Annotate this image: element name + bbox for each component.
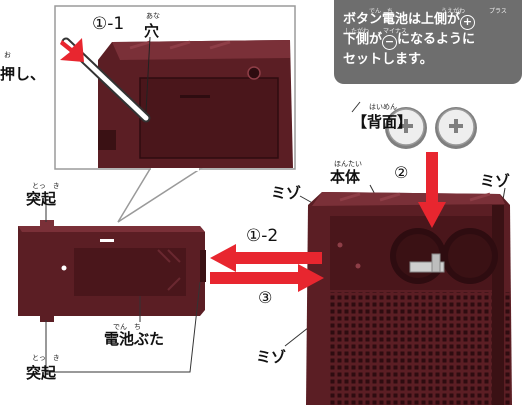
cover-ruby: でん ち (113, 323, 141, 331)
minus-symbol-icon: − (382, 35, 398, 50)
instruction-line-2: したがわ マイナス 下側が−になるように (343, 28, 514, 50)
protrusion-top-ruby: とっ き (32, 182, 60, 190)
step-1-2-label: ①-2 (246, 226, 279, 246)
step-2-label: ② (394, 163, 409, 182)
instruction-line-3: セットします。 (343, 52, 433, 67)
protrusion-bottom-ruby: とっ き (32, 354, 60, 362)
protrusion-top-label: 突起 (26, 190, 57, 208)
screw-hole (247, 66, 261, 80)
instruction-line-1: でん ち うえがわ プラス ボタン電池は上側が+ (343, 8, 514, 30)
battery-slot-right (442, 228, 498, 284)
battery-terminal (409, 253, 445, 273)
battery-cover (18, 220, 206, 322)
groove-label-top-left: ミゾ (271, 184, 302, 202)
instruction-line1-text: ボタン電池は上側が (343, 12, 461, 27)
step-3-label: ③ (258, 288, 273, 307)
ruby-uegawa: うえがわ (441, 8, 466, 15)
back-ruby: はいめん (369, 103, 397, 111)
push-ruby: お (4, 51, 11, 59)
coin-battery-right (435, 107, 477, 149)
protrusion-bottom-label: 突起 (26, 364, 57, 382)
arrow-step-2 (418, 152, 446, 228)
ruby-shitagawa: したがわ (345, 28, 370, 35)
main-body (306, 192, 512, 405)
hole-label: 穴 (144, 22, 160, 40)
groove-label-top-right: ミゾ (480, 172, 511, 190)
ruby-den: でん ち (369, 8, 394, 15)
hole-ruby: あな (146, 12, 160, 20)
groove-label-bottom: ミゾ (256, 348, 287, 366)
step-1-1-label: ①-1 (92, 14, 125, 34)
back-label: 【背面】 (352, 113, 413, 131)
body-ruby: ほんたい (334, 160, 362, 168)
ruby-minus: マイナス (383, 28, 407, 35)
arrow-1-1 (60, 38, 84, 62)
zoom-panel (54, 5, 296, 223)
battery-instruction-note: でん ち うえがわ プラス ボタン電池は上側が+ したがわ マイナス 下側が−に… (334, 0, 522, 84)
cover-label: 電池ぶた (104, 330, 165, 348)
instruction-line2-after: になるように (397, 32, 476, 47)
push-text: 押し、 (0, 65, 46, 83)
arrow-step-1-2 (210, 244, 322, 272)
coin-battery-left (385, 107, 427, 149)
zoom-device (98, 40, 293, 168)
plus-symbol-icon: + (460, 15, 476, 30)
ruby-plus: プラス (489, 8, 507, 15)
instruction-line2-text: 下側が (343, 32, 383, 47)
arrow-step-3 (210, 264, 324, 292)
body-label: 本体 (330, 168, 361, 186)
